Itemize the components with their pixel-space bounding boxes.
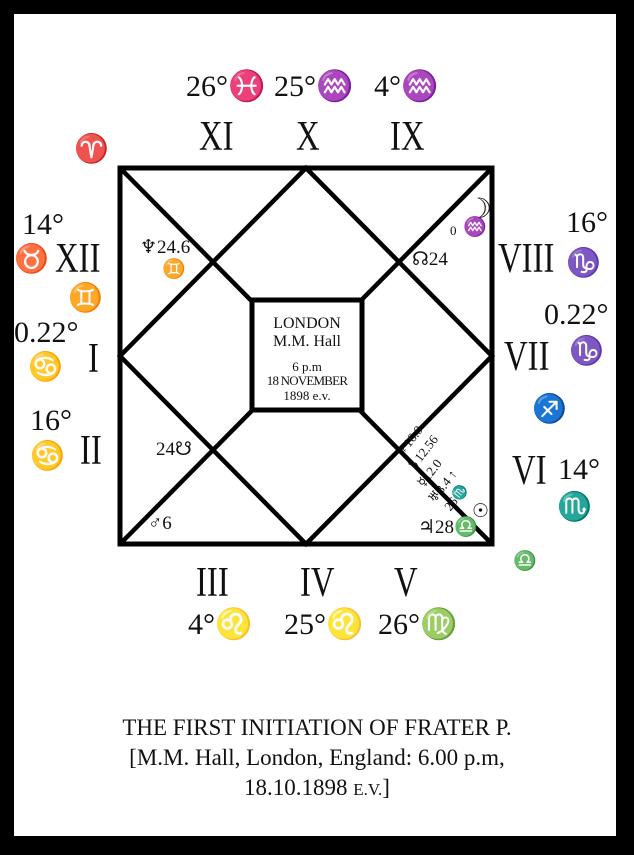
- libra-sign: ♎: [513, 551, 537, 572]
- center-venue: M.M. Hall: [273, 333, 341, 350]
- gemini-sign: ♊: [68, 283, 103, 314]
- neptune-position: ♆24.6: [140, 237, 191, 258]
- sagittarius-sign: ♐: [532, 394, 567, 425]
- caption-bracket: ]: [382, 775, 390, 800]
- north-node-position: ☊24: [412, 249, 448, 270]
- cusp-x: 25°♒: [274, 70, 354, 103]
- house-xii: XII: [55, 236, 101, 282]
- aries-sign: ♈: [74, 134, 109, 165]
- cusp-xii: 14°: [22, 208, 64, 241]
- moon-icon: ☽: [467, 194, 493, 225]
- inner-diamond: [116, 164, 496, 548]
- capricorn-sign-vii: ♑: [569, 336, 604, 367]
- cusp-v: 26°♍: [378, 608, 458, 641]
- center-box: [249, 297, 365, 413]
- chart-sheet: [14, 14, 616, 836]
- capricorn-sign-viii: ♑: [566, 248, 601, 279]
- house-iv: IV: [300, 560, 335, 606]
- cusp-xi: 26°♓: [186, 70, 266, 103]
- taurus-sign: ♉: [14, 244, 49, 275]
- house-xi: XI: [199, 114, 234, 160]
- caption-details: [M.M. Hall, London, England: 6.00 p.m,: [129, 745, 505, 770]
- center-year: 1898 e.v.: [283, 388, 331, 403]
- house-iii: III: [196, 560, 229, 606]
- house-i: I: [88, 336, 99, 382]
- neptune-sign: ♊: [162, 259, 186, 280]
- cusp-iii: 4°♌: [188, 608, 253, 641]
- cusp-ii: 16°: [30, 404, 72, 437]
- cusp-iv: 25°♌: [284, 608, 364, 641]
- cancer-sign-ii: ♋: [30, 441, 65, 472]
- caption-date: 18.10.1898 E.V.]: [0, 774, 634, 803]
- house-viii: VIII: [498, 236, 555, 282]
- jupiter-position: ♃28♎: [418, 517, 478, 538]
- house-v: V: [394, 560, 418, 606]
- house-vi: VI: [512, 448, 547, 494]
- cusp-i: 0.22°: [14, 316, 79, 349]
- scorpio-sign: ♏: [557, 492, 592, 523]
- center-place: LONDON: [273, 315, 341, 332]
- house-x: X: [296, 114, 320, 160]
- caption-era: E.V.: [353, 780, 383, 799]
- caption-date-value: 18.10.1898: [244, 775, 354, 800]
- sun-icon: ☉: [472, 501, 490, 522]
- cusp-viii: 16°: [566, 206, 608, 239]
- house-ix: IX: [390, 114, 425, 160]
- moon-degree: 0: [450, 223, 457, 238]
- house-ii: II: [80, 428, 102, 474]
- cusp-vi: 14°: [558, 453, 600, 486]
- house-vii: VII: [504, 334, 550, 380]
- cusp-ix: 4°♒: [374, 70, 439, 103]
- moon-sign: ♒: [463, 217, 487, 238]
- caption-title: THE FIRST INITIATION OF FRATER P.: [122, 715, 512, 740]
- center-time: 6 p.m: [292, 359, 322, 374]
- cusp-vii: 0.22°: [544, 298, 609, 331]
- cancer-sign-i: ♋: [28, 352, 63, 383]
- center-date: 18 NOVEMBER: [266, 373, 348, 388]
- south-node-position: 24☋: [156, 439, 192, 460]
- mars-position: ♂6: [148, 513, 172, 534]
